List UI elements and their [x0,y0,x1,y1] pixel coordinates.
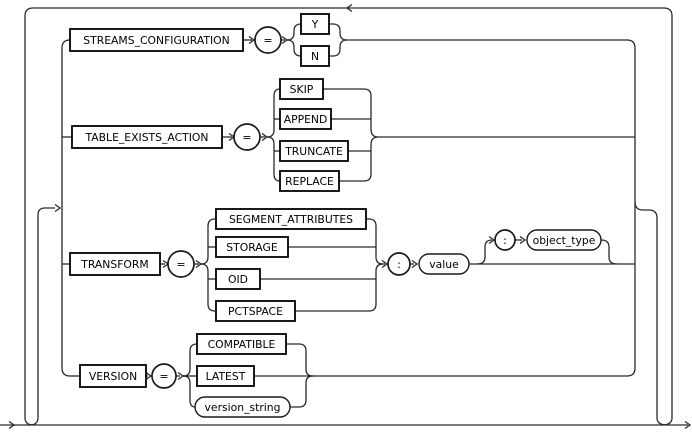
option-box-oid [215,268,261,290]
option-label-replace: REPLACE [285,175,334,188]
row3-arrow-after-equals [195,259,203,269]
row1-arrow-after-equals [281,35,289,45]
variable-oval-object-type [526,229,602,251]
keyword-box-table-exists-action [71,125,223,149]
variable-label-value: value [429,258,459,271]
option-box-append [279,108,332,130]
row3-branch-up [476,239,493,265]
row4-split-down [182,375,196,408]
option-label-n: N [311,50,319,63]
equals-symbol-row1: = [263,34,272,47]
row2-split-up [266,88,281,138]
right-merge-vertical [626,39,636,377]
row2-merge-up [323,88,379,138]
row-table-exists-action: TABLE_EXISTS_ACTION = SKIP APPEND TRUNCA… [71,78,349,192]
equals-circle-row2 [233,123,261,151]
exit-arrow [684,420,692,430]
option-label-segment-attributes: SEGMENT_ATTRIBUTES [229,213,353,226]
equals-circle-row3 [167,250,195,278]
option-label-compatible: COMPATIBLE [208,338,276,351]
option-box-skip [279,78,324,100]
row-version: VERSION = COMPATIBLE LATEST version_stri… [79,333,291,418]
loop-back-arrow [345,3,353,13]
left-branch-vertical [61,39,71,377]
row3-arrow-before-colon2 [488,235,496,245]
option-box-latest [196,365,255,387]
option-box-y [300,13,330,35]
row3-branch-down [600,239,618,265]
row3-arrow-before-colon [381,259,389,269]
row3-split-up [200,218,216,265]
row3-merge-up [366,218,384,265]
option-label-skip: SKIP [290,83,314,96]
branch-entry-arrow [54,203,62,213]
variable-label-object-type: object_type [533,234,596,247]
option-label-latest: LATEST [206,370,246,383]
option-label-oid: OID [228,273,248,286]
option-label-storage: STORAGE [226,241,278,254]
row2-split-down [266,136,281,182]
colon2-symbol-row3: : [503,234,507,247]
equals-circle-row1 [254,26,282,54]
option-box-segment-attributes [215,208,367,230]
row1-split-up [286,23,302,41]
connector-lines [0,7,688,426]
colon-circle-row3 [387,252,411,276]
row3-arrow-before-value [411,259,419,269]
row1-merge-down [329,39,348,57]
keyword-label-streams-configuration: STREAMS_CONFIGURATION [83,34,229,47]
row1-arrow-before-equals [248,35,256,45]
row4-arrow-after-equals [177,371,185,381]
row4-merge-down [290,375,314,408]
keyword-label-version: VERSION [89,370,137,383]
keyword-box-version [79,364,147,388]
option-box-storage [215,236,289,258]
keyword-box-transform [69,252,161,276]
colon-symbol-row3: : [397,258,401,271]
keyword-label-transform: TRANSFORM [80,258,149,271]
row2-merge-down [339,136,379,182]
colon2-circle-row3 [494,229,516,251]
option-box-n [300,45,330,67]
repeat-loop-line [24,7,673,426]
row2-arrow-after-equals [261,132,269,142]
option-label-y: Y [311,18,319,31]
equals-symbol-row4: = [159,370,168,383]
row1-merge-up [329,23,348,41]
row4-arrow-before-equals [145,371,153,381]
row-streams-configuration: STREAMS_CONFIGURATION = Y N [69,13,330,67]
option-label-append: APPEND [284,113,328,126]
option-box-pctspace [215,300,296,322]
variable-oval-value [418,253,470,275]
equals-symbol-row2: = [242,131,251,144]
row-transform: TRANSFORM = SEGMENT_ATTRIBUTES STORAGE O… [69,208,602,322]
arrowheads [8,3,692,430]
entry-arrow [8,420,16,430]
variable-oval-version-string [194,396,291,418]
keyword-box-streams-configuration [69,28,244,52]
equals-symbol-row3: = [176,258,185,271]
row3-merge-down [295,263,384,312]
row3-arrow-before-objecttype [519,235,527,245]
option-label-pctspace: PCTSPACE [228,305,283,318]
option-box-compatible [196,333,287,355]
row1-split-down [286,39,302,57]
row4-merge-up [286,343,314,377]
option-box-replace [279,170,340,192]
row3-split-down [200,263,216,312]
row4-split-up [182,343,198,377]
keyword-label-table-exists-action: TABLE_EXISTS_ACTION [85,131,209,144]
variable-label-version-string: version_string [205,401,281,414]
option-box-truncate [279,140,349,162]
equals-circle-row4 [151,363,177,389]
option-label-truncate: TRUNCATE [284,145,343,158]
